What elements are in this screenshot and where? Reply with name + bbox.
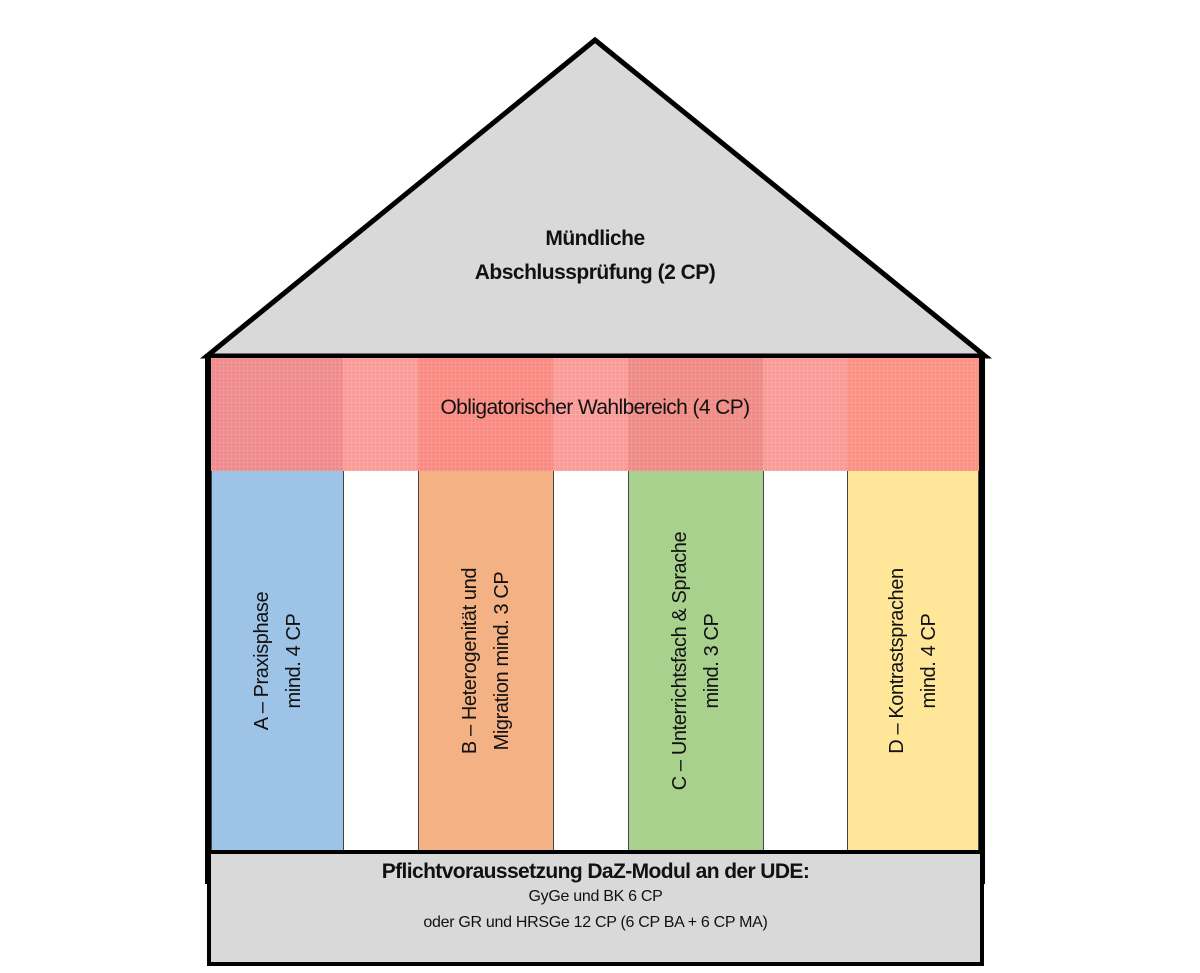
pillar-d-line2: mind. 4 CP (918, 613, 940, 708)
house-walls (205, 354, 985, 884)
elective-band: Obligatorischer Wahlbereich (4 CP) (211, 358, 979, 472)
foundation-line1: GyGe und BK 6 CP (528, 888, 663, 905)
pillar-c-line2: mind. 3 CP (701, 613, 723, 708)
roof-triangle (199, 36, 993, 359)
elective-band-label: Obligatorischer Wahlbereich (4 CP) (440, 396, 750, 419)
pillar-d: D – Kontrastsprachen mind. 4 CP (847, 471, 979, 850)
band-segment-a (211, 358, 343, 471)
pillar-c: C – Unterrichtsfach & Sprache mind. 3 CP (628, 471, 764, 850)
pillar-b-label: B – Heterogenität und Migration mind. 3 … (454, 567, 518, 753)
pillar-gap-3 (763, 471, 848, 850)
pillar-a: A – Praxisphase mind. 4 CP (211, 471, 344, 850)
pillar-d-line1: D – Kontrastsprachen (886, 567, 908, 754)
pillar-a-line1: A – Praxisphase (250, 591, 273, 730)
band-segment-gap-2 (553, 358, 628, 471)
band-segment-b (418, 358, 553, 471)
pillar-b-line2: Migration mind. 3 CP (491, 571, 513, 750)
pillar-b-line1: B – Heterogenität und (459, 567, 481, 754)
foundation: Pflichtvoraussetzung DaZ-Modul an der UD… (207, 850, 984, 966)
pillar-b: B – Heterogenität und Migration mind. 3 … (418, 471, 554, 850)
pillar-a-label: A – Praxisphase mind. 4 CP (246, 591, 310, 730)
roof-title-line2: Abschlussprüfung (2 CP) (474, 261, 716, 284)
pillar-gap-2 (553, 471, 629, 850)
pillar-gap-1 (343, 471, 419, 850)
roof-title-line1: Mündliche (545, 227, 645, 250)
foundation-line2: oder GR und HRSGe 12 CP (6 CP BA + 6 CP … (423, 914, 768, 931)
roof-label: Mündliche Abschlussprüfung (2 CP) (395, 222, 795, 290)
pillar-c-line1: C – Unterrichtsfach & Sprache (669, 531, 691, 790)
band-segment-c (628, 358, 763, 471)
pillar-a-line2: mind. 4 CP (282, 613, 305, 708)
foundation-title: Pflichtvoraussetzung DaZ-Modul an der UD… (381, 860, 810, 883)
band-segment-gap-3 (763, 358, 847, 471)
band-segment-d (847, 358, 979, 471)
pillar-c-label: C – Unterrichtsfach & Sprache mind. 3 CP (664, 531, 728, 790)
band-segment-gap-1 (343, 358, 418, 471)
pillar-d-label: D – Kontrastsprachen mind. 4 CP (881, 568, 945, 753)
